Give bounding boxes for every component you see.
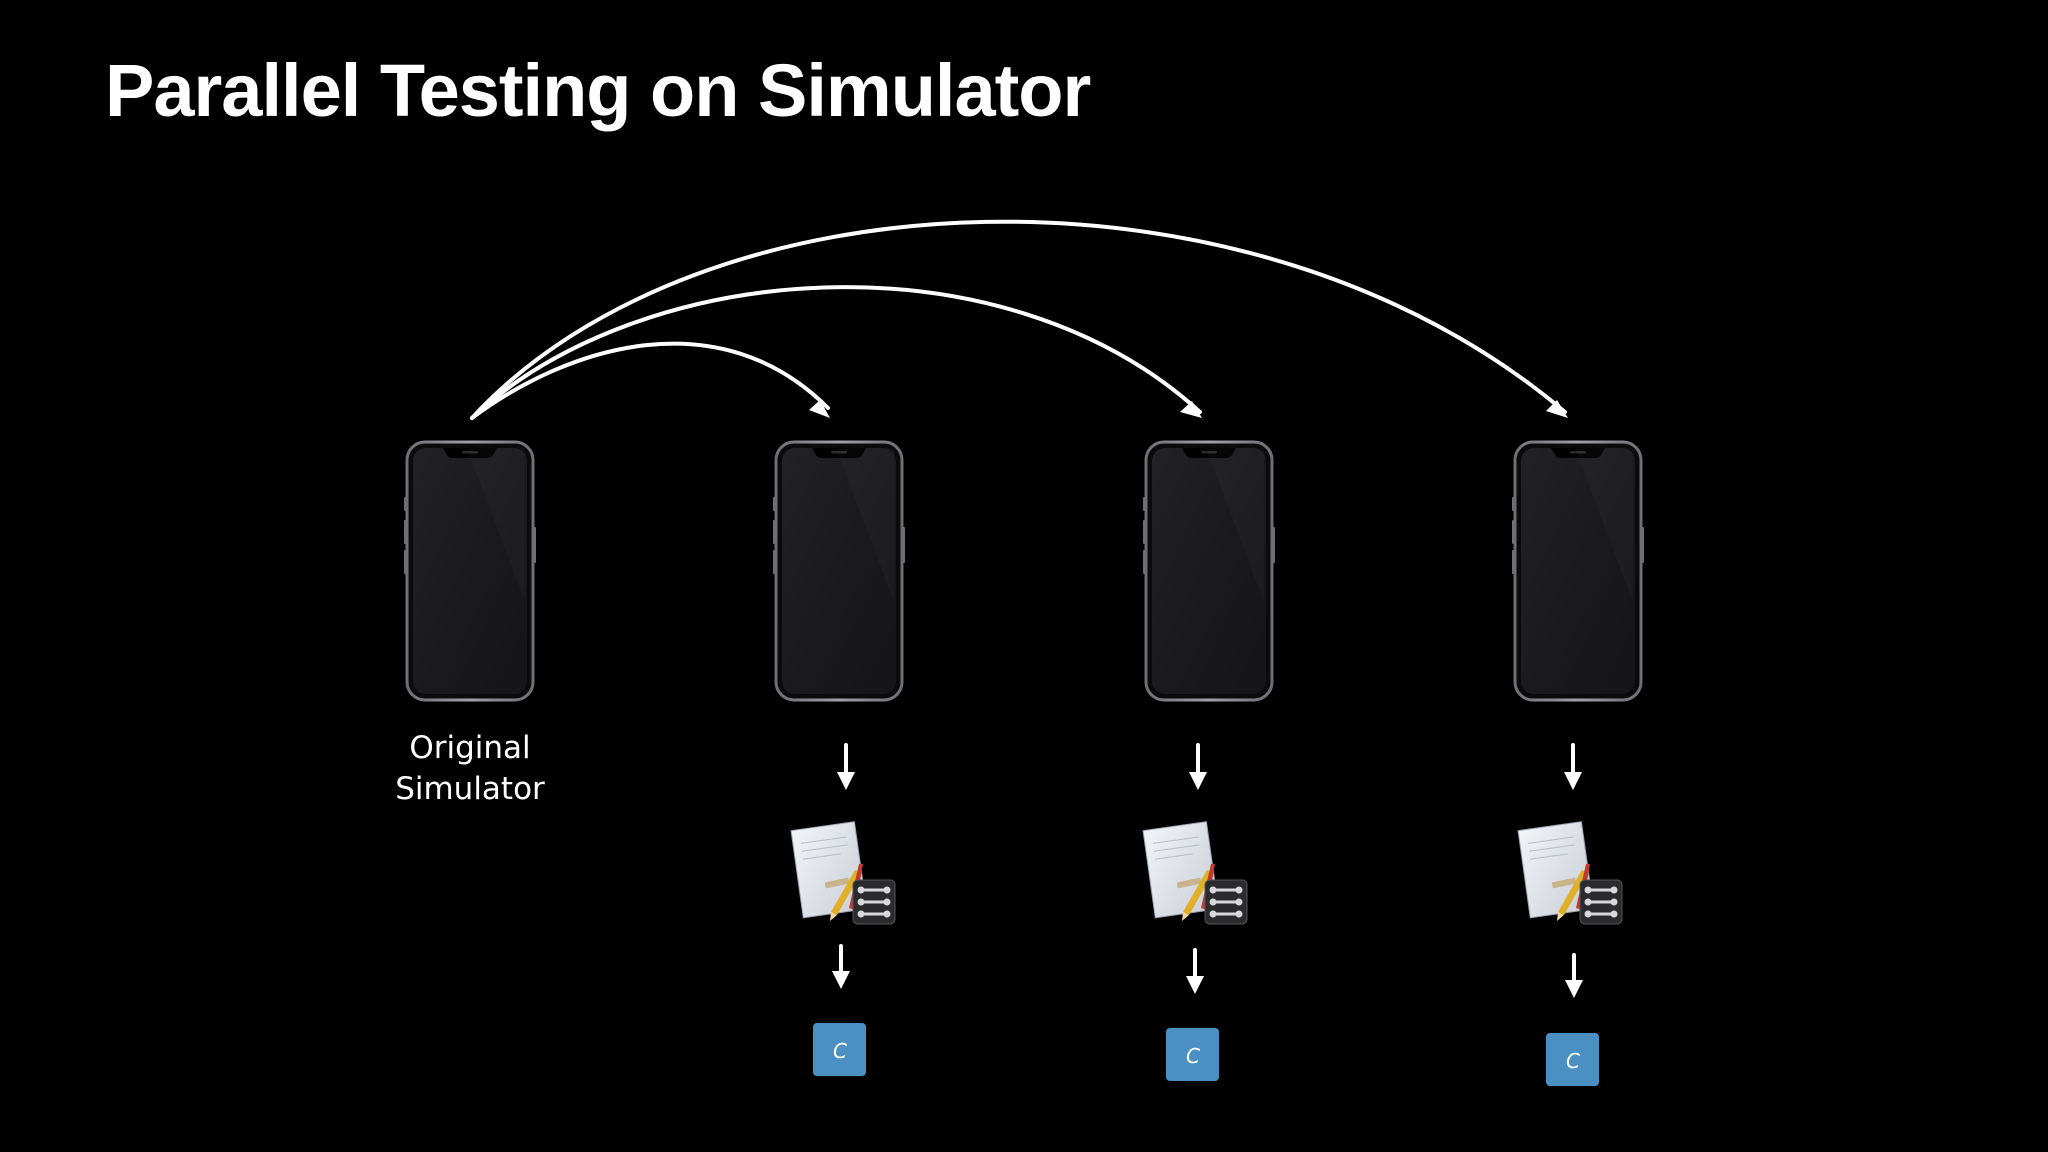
arc-to-clone-3: [470, 219, 1567, 420]
arc-to-clone-2: [470, 285, 1202, 420]
original-simulator-iphone-icon: [402, 440, 538, 702]
slide-title: Parallel Testing on Simulator: [105, 49, 1091, 132]
arrowhead-clone-2: [1180, 401, 1202, 418]
clone-3-iphone-icon: [1510, 440, 1646, 702]
down-arrows-top: [837, 743, 1582, 790]
clone-2-xcode-test-runner-icon: [1141, 820, 1249, 926]
fan-out-arrows: [470, 219, 1567, 420]
result-label: C: [833, 1039, 847, 1063]
original-simulator-label: Original Simulator: [340, 728, 600, 810]
arrowhead-clone-3: [1546, 400, 1568, 418]
arc-to-clone-1: [470, 341, 830, 420]
clone-3-result-c-source-file-icon: C: [1546, 1033, 1599, 1086]
clone-1-result-c-source-file-icon: C: [813, 1023, 866, 1076]
original-simulator-label-line2: Simulator: [395, 771, 545, 807]
original-simulator-label-line1: Original: [409, 730, 531, 766]
fan-out-arrowheads: [809, 400, 1568, 418]
arrowhead-clone-1: [809, 400, 830, 418]
clone-2-iphone-icon: [1141, 440, 1277, 702]
down-arrows-bottom: [832, 944, 1583, 998]
clone-1-xcode-test-runner-icon: [789, 820, 897, 926]
clone-1-iphone-icon: [771, 440, 907, 702]
clone-2-result-c-source-file-icon: C: [1166, 1028, 1219, 1081]
result-label: C: [1186, 1044, 1200, 1068]
clone-3-xcode-test-runner-icon: [1516, 820, 1624, 926]
result-label: C: [1566, 1049, 1580, 1073]
